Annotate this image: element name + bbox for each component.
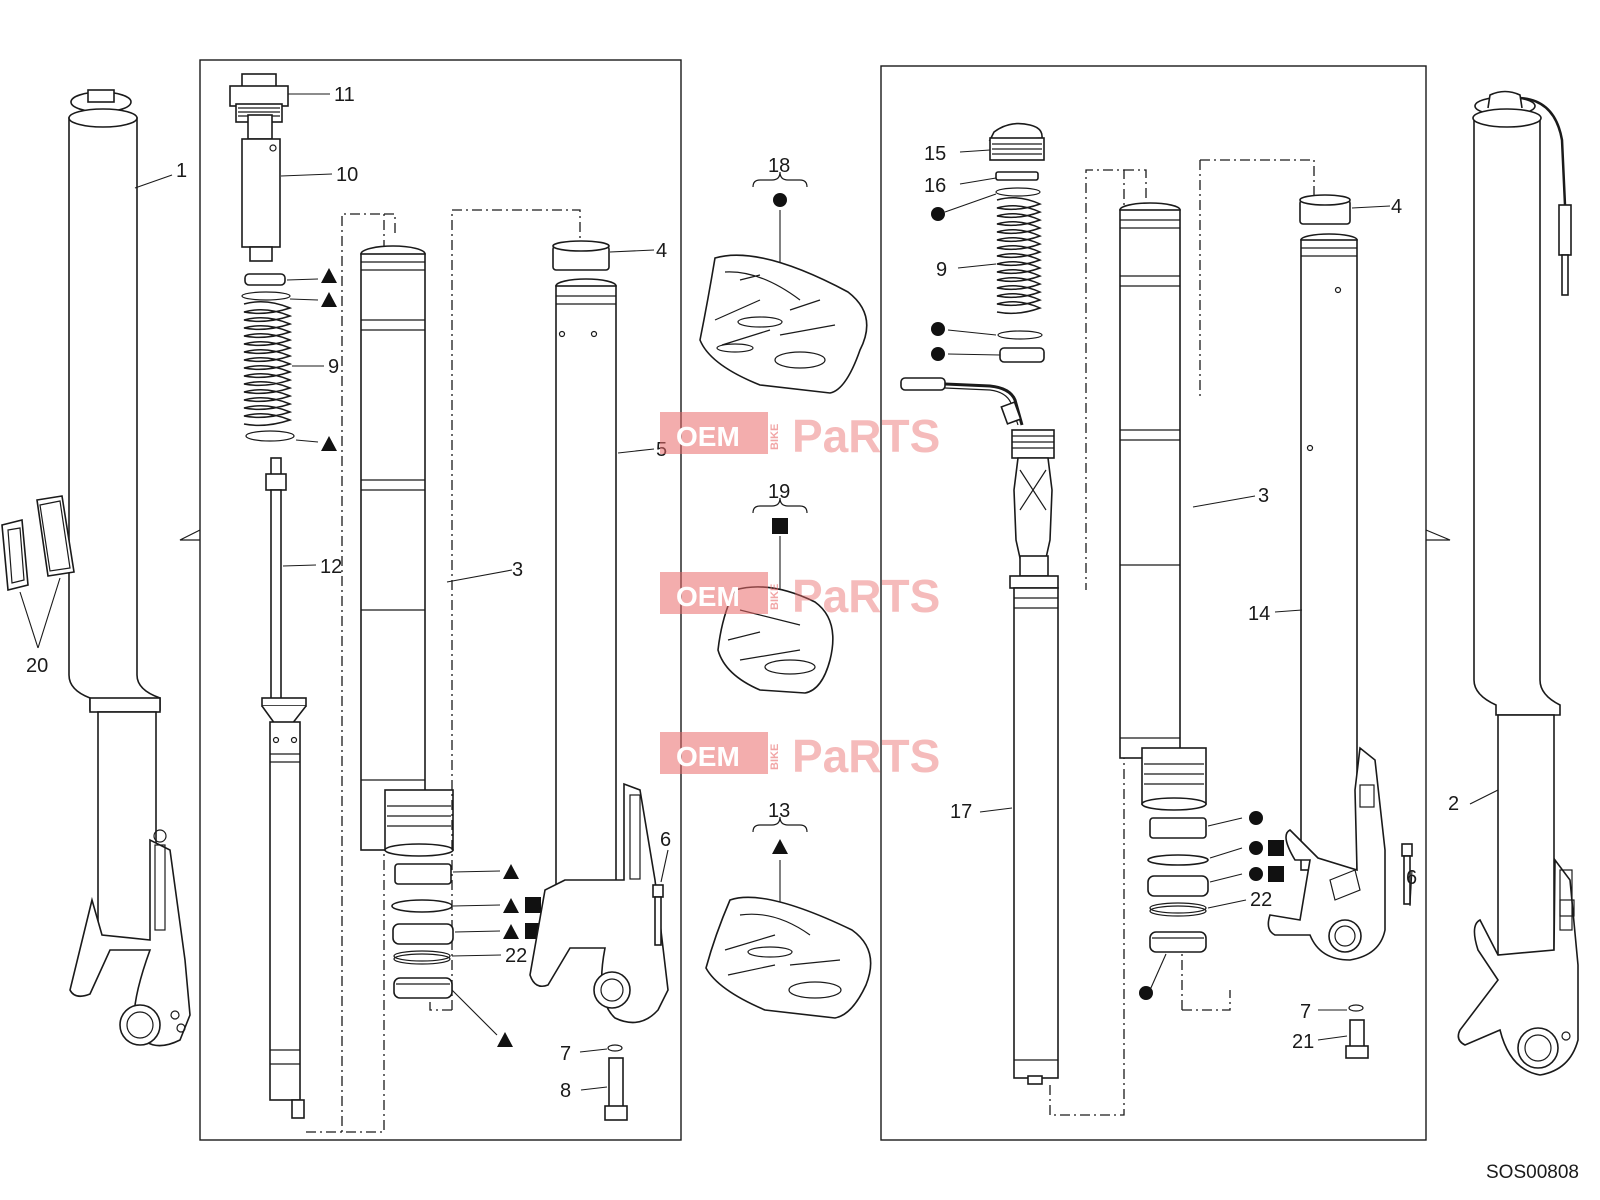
- callout-6-left: 6: [660, 829, 671, 851]
- callout-9-right: 9: [936, 259, 947, 281]
- callout-7-left: 7: [560, 1043, 571, 1065]
- part-bushing-left: [394, 863, 452, 885]
- svg-text:PaRTS: PaRTS: [792, 570, 940, 622]
- part-21-axle-bolt-right: [1345, 1019, 1369, 1059]
- part-7-washer-left: [607, 1044, 623, 1052]
- callout-2: 2: [1448, 793, 1459, 815]
- callout-3-left: 3: [512, 559, 523, 581]
- part-6-pinch-bolt-left: [652, 884, 664, 946]
- part-2-right-fork-assembly: [1457, 90, 1579, 1076]
- part-12-damper-cartridge: [261, 457, 307, 1119]
- callout-3-right: 3: [1258, 485, 1269, 507]
- svg-text:BIKE: BIKE: [769, 584, 781, 610]
- kit-13-seal-kit-bag: [705, 896, 872, 1019]
- callout-4-left: 4: [656, 240, 667, 262]
- part-1-left-fork-assembly: [68, 89, 191, 1047]
- callout-13: 13: [768, 800, 790, 822]
- callout-14: 14: [1248, 603, 1270, 625]
- callout-8: 8: [560, 1080, 571, 1102]
- callout-7-right: 7: [1300, 1001, 1311, 1023]
- callout-9-left: 9: [328, 356, 339, 378]
- callout-17: 17: [950, 801, 972, 823]
- svg-text:OEM: OEM: [676, 741, 740, 772]
- part-9-spring-left: [243, 301, 293, 427]
- callout-10: 10: [336, 164, 358, 186]
- svg-text:BIKE: BIKE: [769, 424, 781, 450]
- svg-text:OEM: OEM: [676, 421, 740, 452]
- svg-text:PaRTS: PaRTS: [792, 730, 940, 782]
- callout-20: 20: [26, 655, 48, 677]
- callout-19: 19: [768, 481, 790, 503]
- svg-text:PaRTS: PaRTS: [792, 410, 940, 462]
- kit-13-triangle-symbol: [772, 839, 788, 854]
- callout-15: 15: [924, 143, 946, 165]
- part-6-pinch-bolt-right: [1401, 843, 1413, 905]
- part-5-fork-slider-left: [529, 278, 669, 1024]
- watermark-logo-2: OEM BIKE PaRTS: [660, 570, 940, 622]
- callout-12: 12: [320, 556, 342, 578]
- callout-22-left: 22: [505, 945, 527, 967]
- callout-22-right: 22: [1250, 889, 1272, 911]
- part-11-top-cap: [229, 73, 289, 123]
- part-9-spring-right: [996, 197, 1042, 315]
- part-17-damper-cartridge-right: [900, 377, 1059, 1085]
- watermark-logo-3: OEM BIKE PaRTS: [660, 730, 940, 782]
- part-3-outer-tube-left: [360, 245, 454, 857]
- svg-text:OEM: OEM: [676, 581, 740, 612]
- callout-1: 1: [176, 160, 187, 182]
- diagram-code: SOS00808: [1486, 1162, 1579, 1183]
- svg-text:BIKE: BIKE: [769, 744, 781, 770]
- part-16-washer: [995, 171, 1039, 181]
- callout-16: 16: [924, 175, 946, 197]
- part-10-spacer-tube: [241, 114, 281, 262]
- watermark-logo-1: OEM BIKE PaRTS: [660, 410, 940, 462]
- part-20-protection-pads: [1, 495, 75, 592]
- callout-21: 21: [1292, 1031, 1314, 1053]
- callout-4-right: 4: [1391, 196, 1402, 218]
- part-4-guide-bushing-left: [552, 240, 610, 271]
- kit-19-square-symbol: [772, 518, 788, 534]
- callout-6-right: 6: [1406, 867, 1417, 889]
- callout-11: 11: [334, 84, 355, 106]
- right-assembly-frame: [880, 65, 1427, 1141]
- part-bushing-right: [1149, 817, 1207, 839]
- kit-18-seal-kit-bag: [699, 254, 868, 394]
- part-washer-upper: [244, 273, 286, 286]
- part-7-washer-right: [1348, 1004, 1364, 1012]
- part-8-axle-bolt: [604, 1057, 628, 1121]
- part-4-guide-bushing-right: [1299, 194, 1351, 225]
- part-15-top-cap-right: [988, 122, 1045, 161]
- part-14-fork-slider-right: [1267, 233, 1386, 961]
- part-3-outer-tube-right: [1119, 202, 1207, 811]
- kit-18-circle-symbol: [773, 193, 787, 207]
- callout-18: 18: [768, 155, 790, 177]
